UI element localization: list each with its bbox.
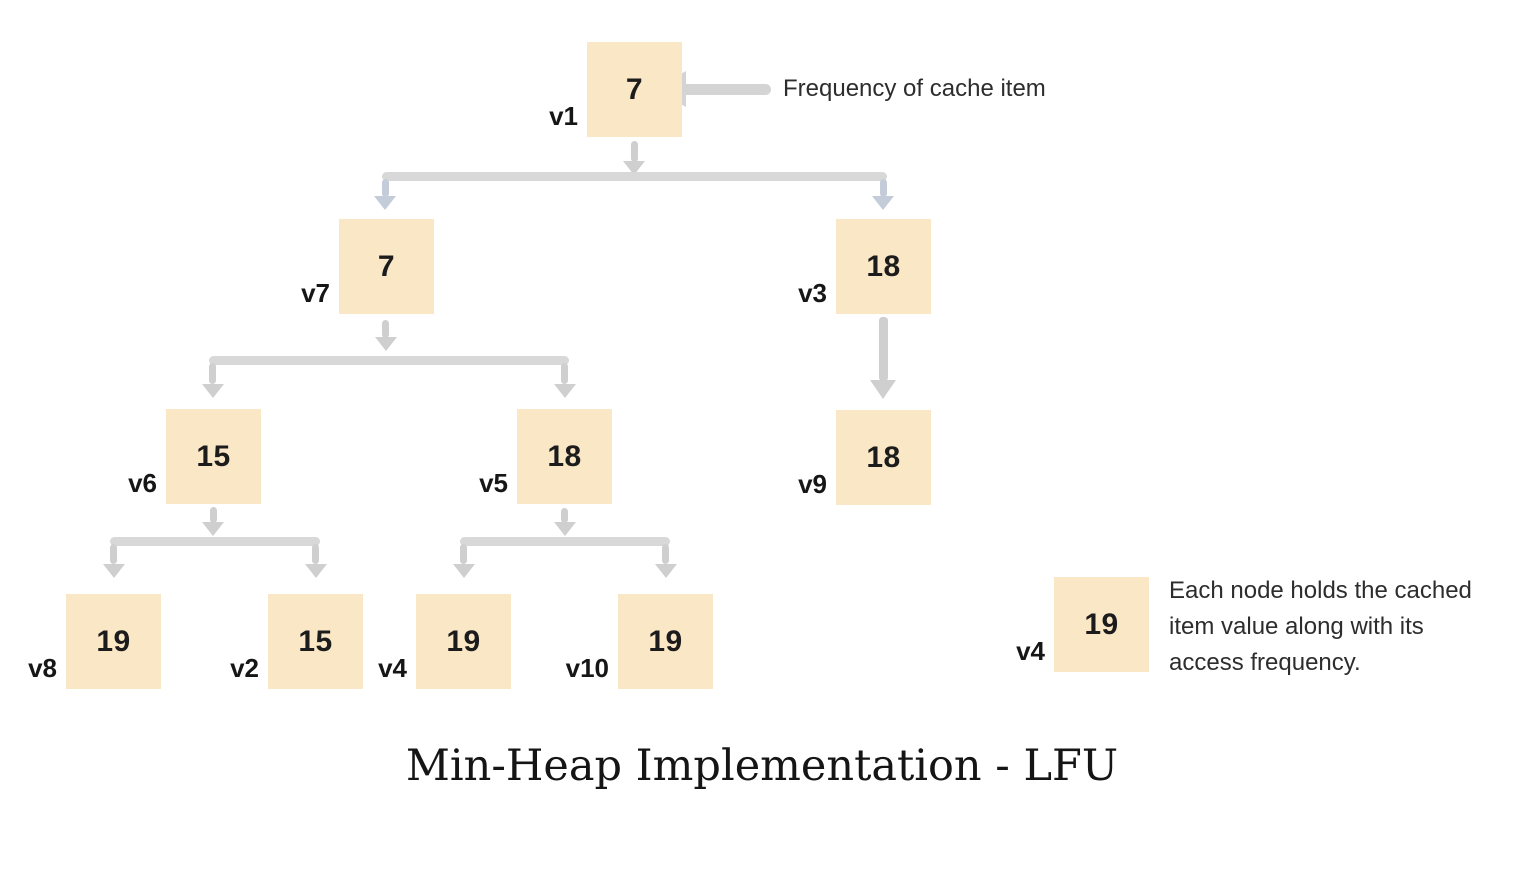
arrow-down-icon (554, 522, 576, 536)
connector-bar (209, 356, 569, 365)
arrow-down-icon (872, 196, 894, 210)
node-value: 7 (625, 72, 644, 106)
node-value: 19 (648, 624, 683, 658)
node-value: 19 (446, 624, 481, 658)
connector-bar (460, 537, 670, 546)
arrow-down-stem (662, 544, 669, 564)
arrow-down-stem (460, 544, 467, 564)
arrow-down-icon (453, 564, 475, 578)
node-value: 18 (547, 439, 582, 473)
arrow-down-stem (382, 179, 389, 197)
node-value: 7 (377, 249, 396, 283)
arrow-down-icon (202, 522, 224, 536)
node-label: v3 (798, 278, 827, 308)
heap-node-v2: 15 v2 (230, 594, 363, 689)
heap-node-v9: 18 v9 (798, 410, 931, 505)
heap-node-v3: 18 v3 (798, 219, 931, 314)
arrow-down-stem (110, 544, 117, 564)
arrow-down-stem (382, 320, 389, 338)
arrow-down-icon (554, 384, 576, 398)
heap-node-v1: 7 v1 (549, 42, 682, 137)
node-label: v9 (798, 469, 827, 499)
arrow-down-icon (305, 564, 327, 578)
arrow-left-stem (684, 84, 771, 95)
arrow-down-icon (103, 564, 125, 578)
heap-node-v8: 19 v8 (28, 594, 161, 689)
arrow-down-stem (879, 317, 888, 381)
node-value: 19 (96, 624, 131, 658)
arrow-down-icon (623, 161, 645, 175)
arrow-down-icon (870, 380, 896, 399)
node-value: 18 (866, 249, 901, 283)
node-value: 19 (1084, 607, 1119, 641)
arrow-down-stem (561, 508, 568, 523)
node-label: v4 (1016, 636, 1045, 666)
connector-bar (382, 172, 887, 181)
arrow-down-stem (880, 179, 887, 197)
heap-node-v7: 7 v7 (301, 219, 434, 314)
page-title: Min-Heap Implementation - LFU (405, 741, 1119, 791)
arrow-down-stem (561, 363, 568, 384)
arrow-down-icon (655, 564, 677, 578)
node-label: v7 (301, 278, 330, 308)
node-label: v2 (230, 653, 259, 683)
arrow-down-icon (374, 196, 396, 210)
node-label: v1 (549, 101, 578, 131)
node-label: v4 (378, 653, 407, 683)
node-value: 18 (866, 440, 901, 474)
legend-node: 19 v4 (1016, 577, 1149, 672)
node-value: 15 (298, 624, 333, 658)
heap-node-v5: 18 v5 (479, 409, 612, 504)
arrow-down-stem (312, 544, 319, 564)
heap-node-v4: 19 v4 (378, 594, 511, 689)
legend-text-line: Each node holds the cached (1169, 577, 1472, 604)
heap-node-v6: 15 v6 (128, 409, 261, 504)
legend-text-line: item value along with its (1169, 613, 1424, 640)
heap-node-v10: 19 v10 (566, 594, 713, 689)
node-label: v5 (479, 468, 508, 498)
node-value: 15 (196, 439, 231, 473)
arrow-down-stem (209, 363, 216, 384)
annotation-text: Frequency of cache item (783, 75, 1046, 102)
node-label: v10 (565, 653, 609, 683)
node-label: v6 (128, 468, 157, 498)
arrow-down-icon (375, 337, 397, 351)
arrow-down-stem (631, 141, 638, 162)
arrow-down-stem (210, 507, 217, 523)
arrow-down-icon (202, 384, 224, 398)
legend-text: Each node holds the cached item value al… (1169, 573, 1472, 681)
legend-text-line: access frequency. (1169, 649, 1361, 676)
node-label: v8 (28, 653, 57, 683)
connector-bar (110, 537, 320, 546)
